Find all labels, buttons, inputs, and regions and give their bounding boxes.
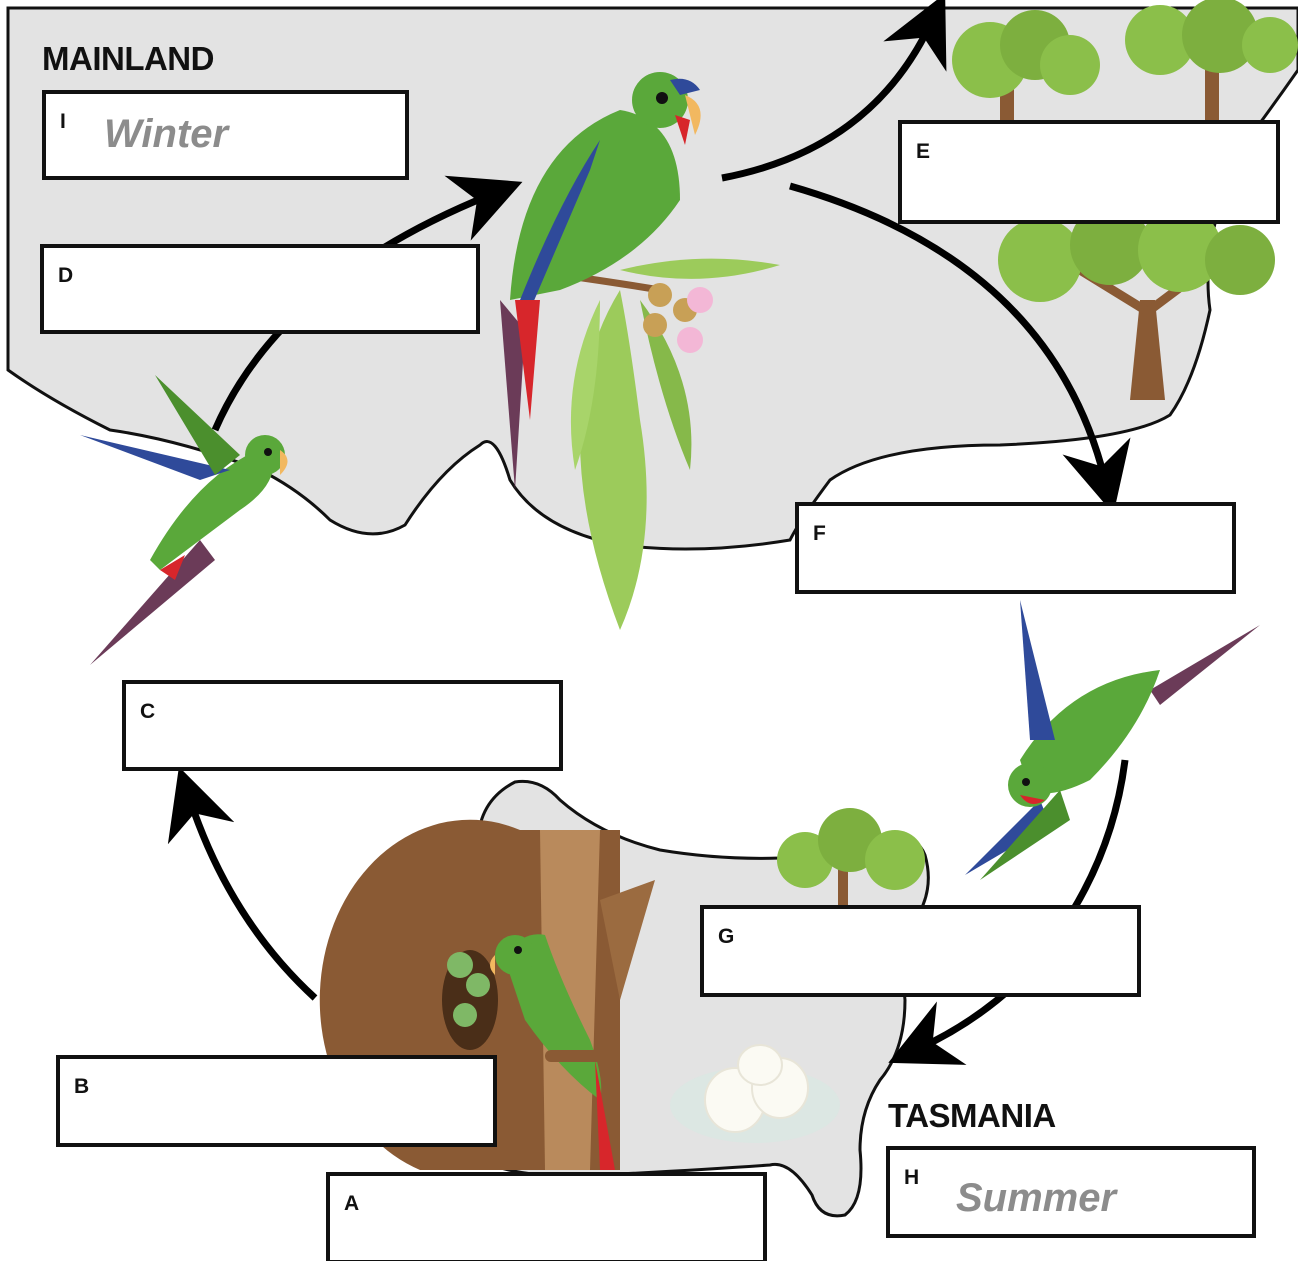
box-letter: B: [74, 1075, 89, 1099]
mainland-title: MAINLAND: [42, 40, 214, 78]
box-letter: I: [60, 110, 66, 134]
answer-box-f[interactable]: F: [795, 502, 1236, 594]
tasmania-title: TASMANIA: [888, 1097, 1056, 1135]
answer-box-e[interactable]: E: [898, 120, 1280, 224]
box-letter: F: [813, 522, 826, 546]
box-answer: Winter: [104, 112, 228, 157]
box-letter: A: [344, 1192, 359, 1216]
answer-box-i[interactable]: I Winter: [42, 90, 409, 180]
box-letter: H: [904, 1166, 919, 1190]
answer-box-c[interactable]: C: [122, 680, 563, 771]
arrow-b-to-c: [190, 800, 315, 998]
answer-box-a[interactable]: A: [326, 1172, 767, 1261]
answer-box-h[interactable]: H Summer: [886, 1146, 1256, 1238]
box-answer: Summer: [956, 1176, 1116, 1221]
box-letter: D: [58, 264, 73, 288]
answer-box-g[interactable]: G: [700, 905, 1141, 997]
box-letter: E: [916, 140, 930, 164]
answer-box-d[interactable]: D: [40, 244, 480, 334]
box-letter: C: [140, 700, 155, 724]
answer-box-b[interactable]: B: [56, 1055, 497, 1147]
box-letter: G: [718, 925, 734, 949]
parrot-flying-icon: [965, 600, 1260, 880]
